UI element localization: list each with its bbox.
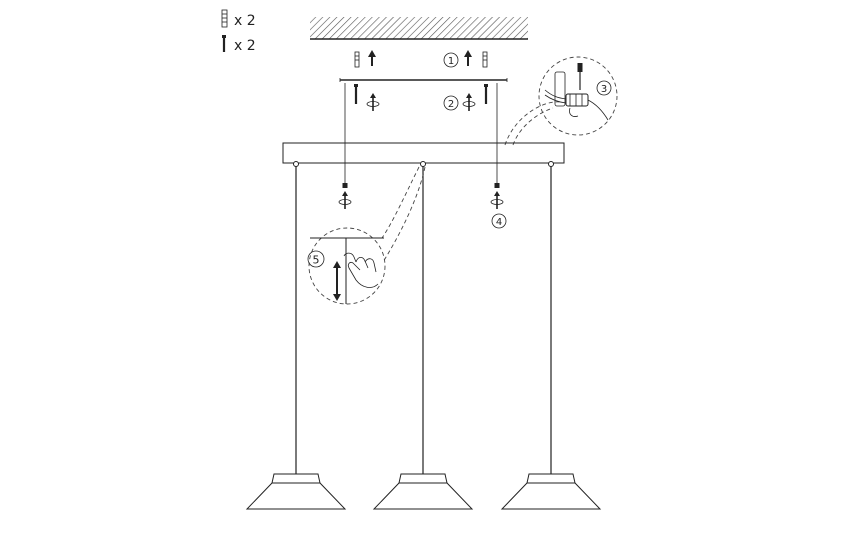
wall-anchor-icon: [354, 51, 360, 68]
step-3-badge: 3: [596, 80, 612, 96]
step-1-badge: 1: [443, 52, 459, 68]
pendant-shade-left: [245, 473, 347, 510]
svg-text:3: 3: [601, 84, 607, 95]
svg-text:4: 4: [496, 217, 502, 228]
canopy: [282, 142, 565, 167]
rotate-screwdriver-icon: [338, 191, 352, 209]
pendant-shade-center: [372, 473, 474, 510]
step-2-screws: 2: [354, 84, 488, 111]
step-4-badge: 4: [491, 213, 507, 229]
svg-text:2: 2: [448, 99, 454, 110]
double-arrow-icon: [333, 261, 341, 301]
arrow-up-icon: [368, 50, 376, 66]
screw-icon: [494, 183, 500, 188]
screwdriver-icon: [577, 63, 583, 90]
hand-icon: [343, 252, 379, 288]
terminal-block-icon: [544, 71, 609, 121]
mounting-plate: [339, 78, 508, 82]
screw-icon: [354, 84, 358, 104]
rotate-screwdriver-icon: [366, 93, 380, 111]
arrow-up-icon: [464, 50, 472, 66]
rotate-screwdriver-icon: [490, 191, 504, 209]
screw-icon: [222, 35, 226, 52]
screw-icon: [484, 84, 488, 104]
wall-anchor-icon: [221, 9, 228, 28]
svg-text:1: 1: [448, 56, 454, 67]
step-5-height-adjust-detail: 5: [307, 166, 426, 305]
alignment-lines: [344, 83, 498, 183]
svg-text:5: 5: [313, 254, 320, 267]
wall-anchor-quantity: x 2: [234, 13, 256, 29]
ceiling: [310, 17, 528, 40]
step-3-wiring-detail: 3: [504, 56, 618, 146]
parts-legend: x 2 x 2: [221, 9, 256, 54]
step-5-badge: 5: [307, 250, 325, 268]
screw-quantity: x 2: [234, 38, 256, 54]
step-1-anchors: 1: [354, 50, 488, 68]
step-2-badge: 2: [443, 95, 459, 111]
step-4-canopy-screws: 4: [338, 183, 507, 229]
rotate-screwdriver-icon: [462, 93, 476, 111]
screw-icon: [342, 183, 348, 188]
suspension-cables: [295, 166, 552, 474]
wall-anchor-icon: [482, 51, 488, 68]
pendant-shade-right: [500, 473, 602, 510]
